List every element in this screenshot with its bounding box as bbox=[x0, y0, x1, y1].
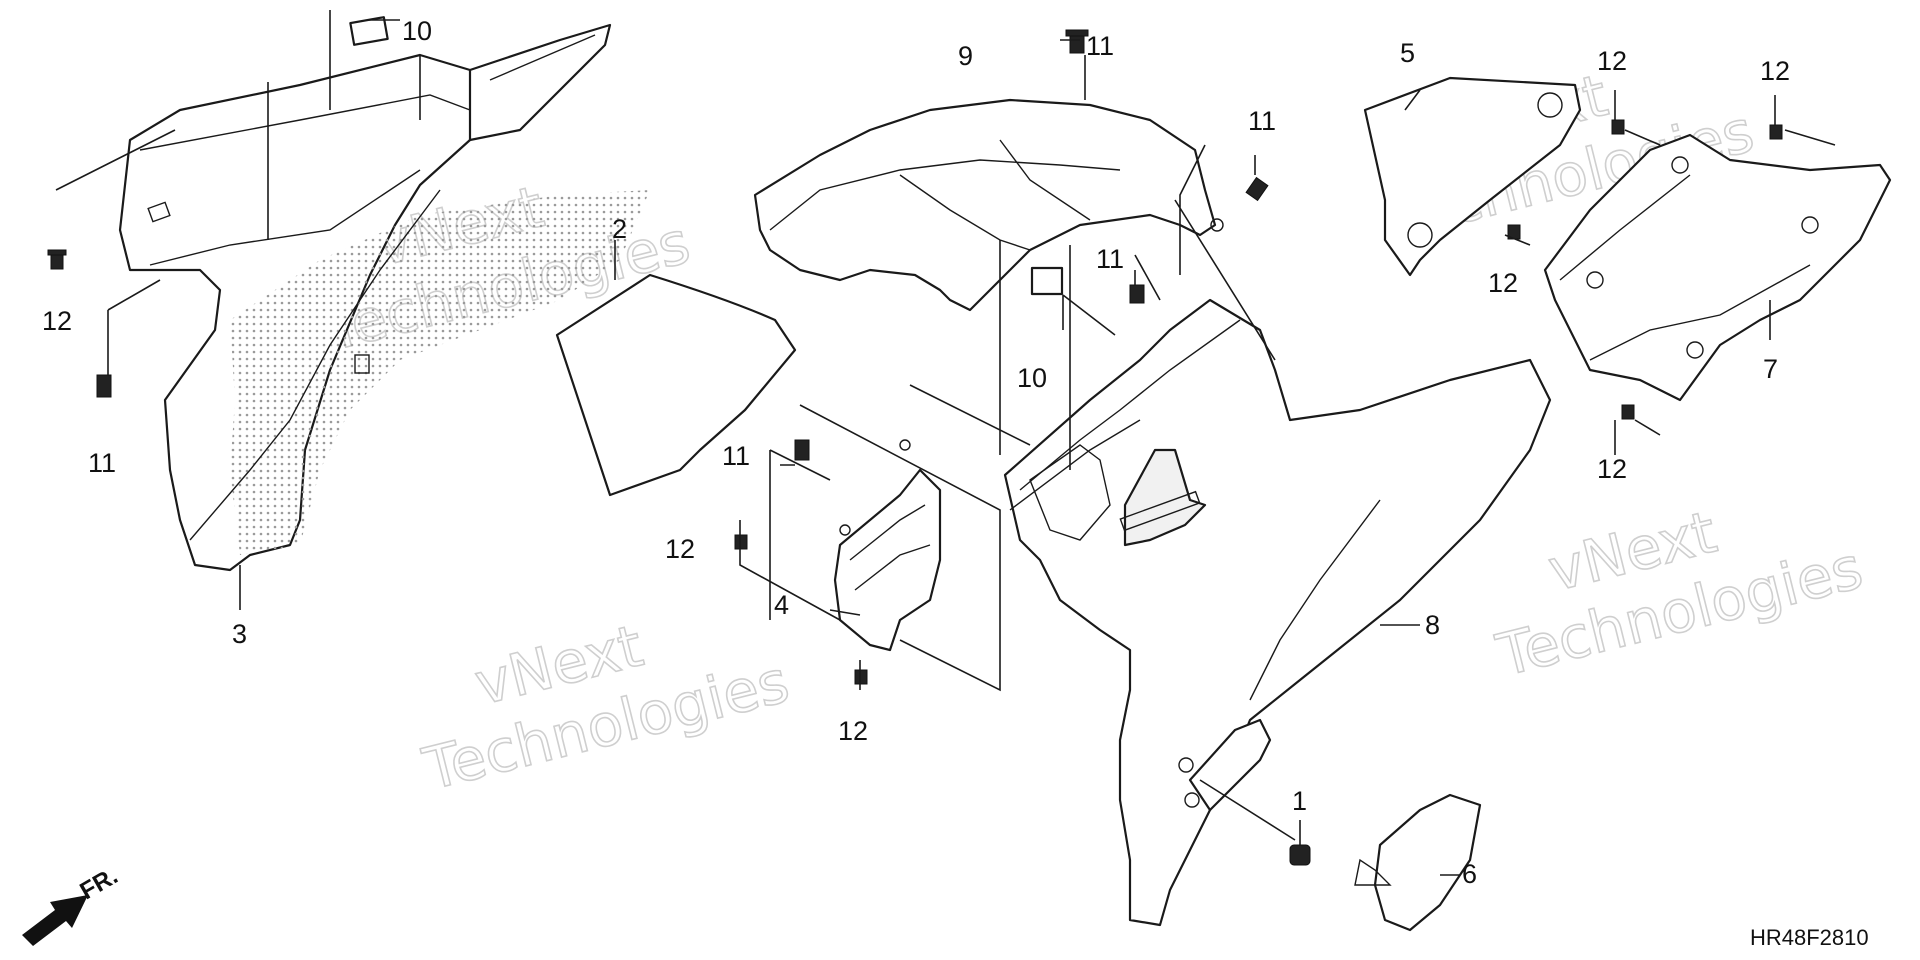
callout-11-right: 11 bbox=[1248, 106, 1276, 136]
callouts: 1 2 3 4 5 6 7 8 9 10 10 11 11 11 11 11 1… bbox=[42, 16, 1790, 889]
callout-12-right-bottom: 12 bbox=[1597, 454, 1627, 484]
part-2-inner-panel bbox=[555, 273, 797, 497]
fasteners bbox=[47, 29, 1783, 866]
honda-wing-decal bbox=[230, 190, 650, 555]
screw-icon bbox=[734, 534, 748, 550]
part-3-left-side-cover bbox=[118, 23, 650, 572]
callout-11-bracket: 11 bbox=[722, 441, 750, 471]
callout-12-right-middle: 12 bbox=[1488, 268, 1518, 298]
callout-11-middle: 11 bbox=[1096, 244, 1124, 274]
callout-6: 6 bbox=[1462, 859, 1477, 889]
callout-1: 1 bbox=[1292, 786, 1307, 816]
callout-10-top: 10 bbox=[402, 16, 432, 46]
screw-icon bbox=[47, 249, 67, 270]
callout-2: 2 bbox=[612, 214, 627, 244]
callout-11-left: 11 bbox=[88, 448, 116, 478]
screw-icon bbox=[1611, 119, 1625, 135]
callout-12-left: 12 bbox=[42, 306, 72, 336]
screw-icon bbox=[1769, 124, 1783, 140]
callout-8: 8 bbox=[1425, 610, 1440, 640]
bolt-icon bbox=[1245, 176, 1269, 202]
callout-5: 5 bbox=[1400, 38, 1415, 68]
leader-lines bbox=[55, 10, 1836, 876]
part-6-small-lid bbox=[1354, 793, 1482, 932]
part-9-top-cover bbox=[753, 98, 1224, 312]
callout-9: 9 bbox=[958, 41, 973, 71]
callout-3: 3 bbox=[232, 619, 247, 649]
bolt-icon bbox=[1129, 284, 1145, 304]
callout-12-bracket-top: 12 bbox=[665, 534, 695, 564]
part-10-clip bbox=[349, 16, 1064, 296]
callout-7: 7 bbox=[1763, 354, 1778, 384]
front-direction-indicator: FR. bbox=[22, 862, 122, 946]
screw-icon bbox=[854, 669, 868, 685]
screw-icon bbox=[1621, 404, 1635, 420]
bolt-icon bbox=[794, 439, 810, 461]
callout-12-far-right: 12 bbox=[1760, 56, 1790, 86]
part-7-right-panel bbox=[1543, 133, 1892, 402]
callout-12-bracket-bottom: 12 bbox=[838, 716, 868, 746]
part-8-main-side-cover bbox=[1003, 298, 1552, 927]
bolt-icon bbox=[1065, 29, 1089, 54]
part-5-upper-panel bbox=[1363, 76, 1582, 277]
honda-wing-emblem bbox=[1123, 448, 1207, 547]
callout-4: 4 bbox=[774, 590, 789, 620]
callout-11-top: 11 bbox=[1086, 31, 1114, 61]
callout-12-right-top: 12 bbox=[1597, 46, 1627, 76]
bolt-icon bbox=[96, 374, 112, 398]
diagram-code: HR48F2810 bbox=[1750, 925, 1869, 950]
callout-10-middle: 10 bbox=[1017, 363, 1047, 393]
arrow-icon bbox=[22, 895, 88, 946]
nut-icon bbox=[1289, 844, 1311, 866]
part-4-bracket-cover bbox=[833, 439, 942, 652]
